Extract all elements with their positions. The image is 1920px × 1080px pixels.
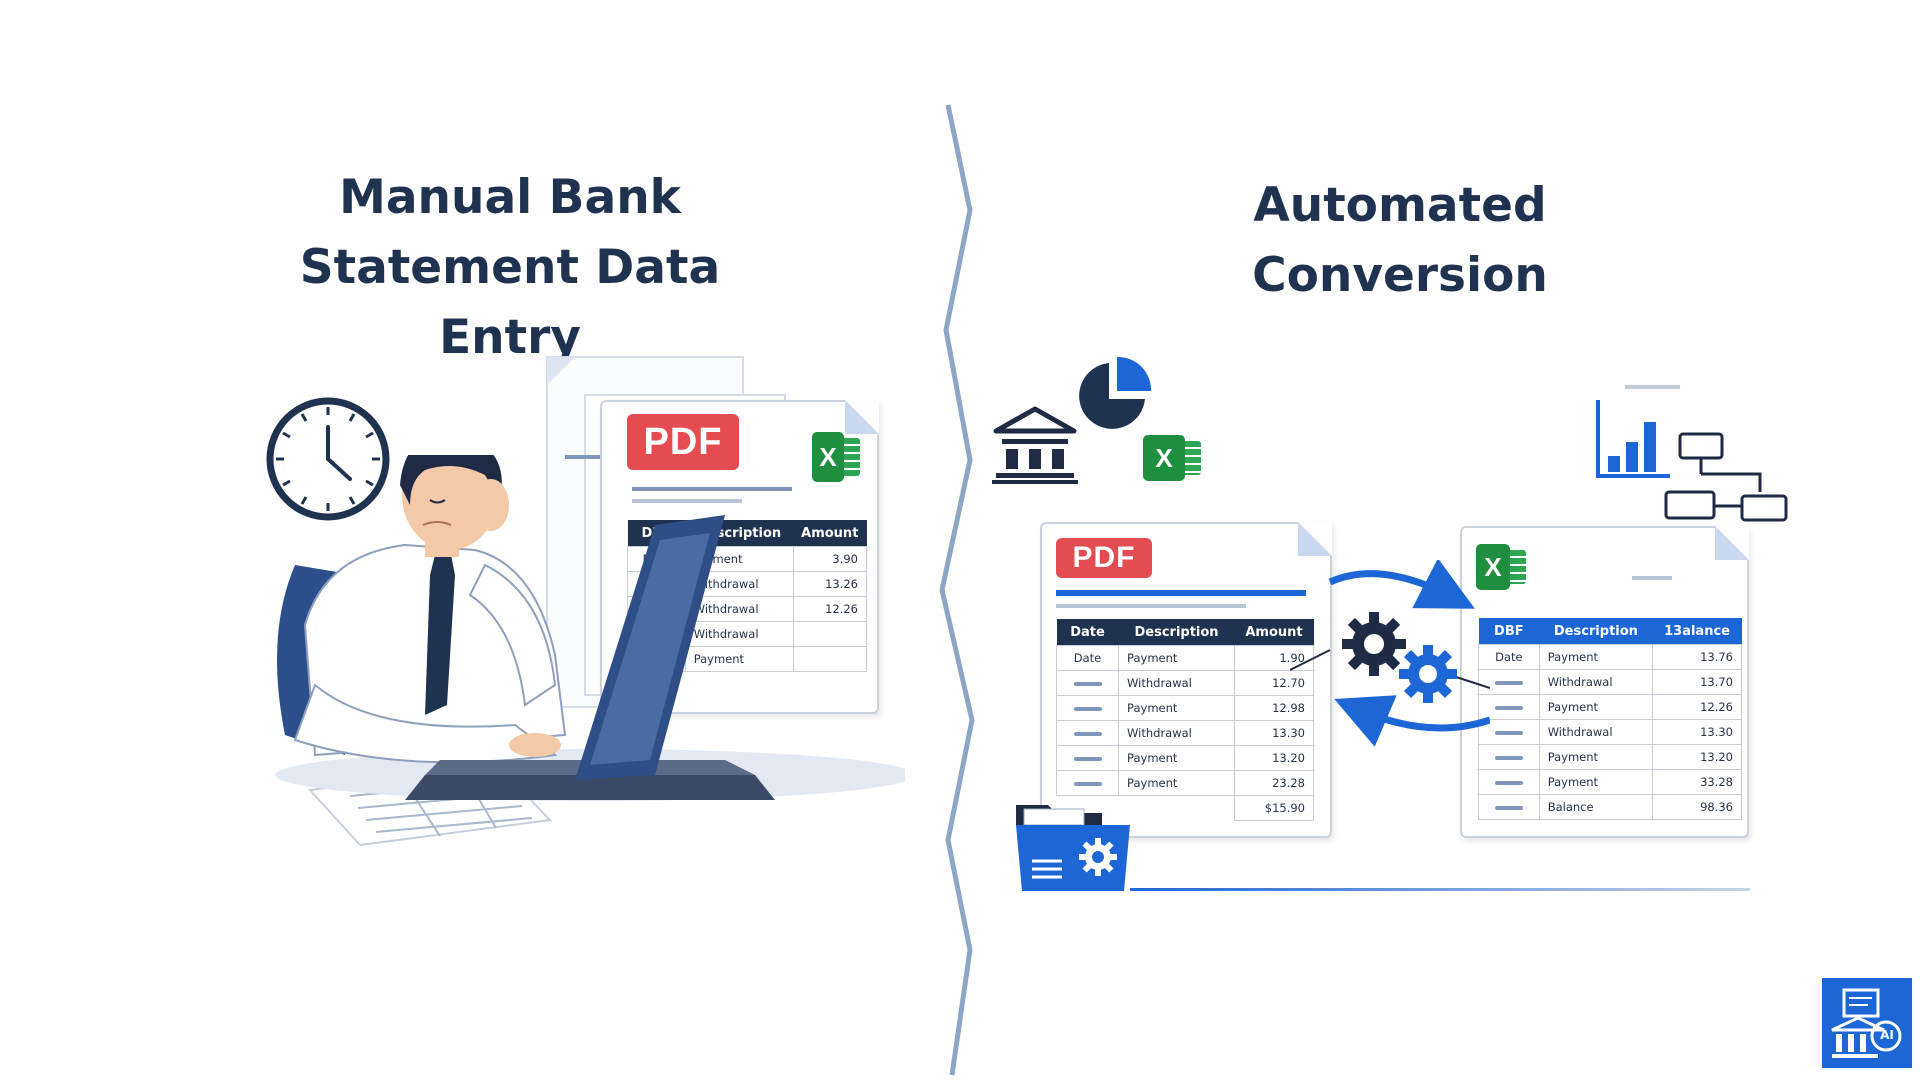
placeholder-dash <box>1494 755 1523 760</box>
cell: 33.28 <box>1652 769 1742 795</box>
cell: Payment <box>1118 745 1236 771</box>
col-header: Description <box>1134 624 1219 640</box>
cell: 23.28 <box>1234 770 1314 796</box>
title-automated-line1: Automated <box>1253 178 1547 233</box>
cell: Balance <box>1538 794 1654 820</box>
cell: 12.26 <box>1652 694 1742 720</box>
placeholder-dash <box>1073 681 1102 686</box>
pie-chart-icon <box>1079 356 1152 429</box>
cell: 98.36 <box>1652 794 1742 820</box>
placeholder-dash <box>1494 705 1523 710</box>
cell: Payment <box>1118 645 1236 671</box>
ai-bank-logo: AI <box>1822 978 1912 1068</box>
ai-bank-logo-icon <box>1831 988 1902 1058</box>
placeholder-dash <box>1494 680 1523 685</box>
placeholder-dash <box>1073 731 1102 736</box>
cell: Withdrawal <box>1538 719 1654 745</box>
cell: Withdrawal <box>684 596 794 622</box>
table-row: $15.90 <box>1057 795 1314 821</box>
placeholder-dash <box>1494 730 1523 735</box>
title-automated-line2: Conversion <box>1252 248 1548 303</box>
col-header: Amount <box>1245 624 1303 640</box>
settings-folder-icon <box>1016 805 1130 891</box>
bar-chart-icon <box>1596 385 1680 478</box>
total-cell: $15.90 <box>1234 795 1314 821</box>
cell: Payment <box>1118 695 1236 721</box>
placeholder-dash <box>1494 780 1523 785</box>
cell: Payment <box>1538 644 1654 670</box>
title-automated: Automated Conversion <box>1230 171 1570 311</box>
col-header: Amount <box>801 525 859 541</box>
title-manual-line2: Statement Data Entry <box>299 240 721 365</box>
pdf-badge: PDF <box>627 414 739 470</box>
flowchart-icon <box>1664 432 1788 522</box>
cell: Withdrawal <box>1538 669 1654 695</box>
cell: 13.70 <box>1652 669 1742 695</box>
cell: 3.90 <box>792 546 868 572</box>
baseline <box>1130 888 1750 891</box>
cell: 12.98 <box>1234 695 1314 721</box>
cell: Payment <box>1118 770 1236 796</box>
jagged-divider <box>939 104 975 1076</box>
cell: Withdrawal <box>1118 720 1236 746</box>
cell <box>792 646 868 672</box>
cell: Payment <box>1538 694 1654 720</box>
logo-text: AI <box>1880 1028 1894 1042</box>
placeholder-dash <box>1494 805 1523 810</box>
clock-icon <box>266 397 390 521</box>
pdf-line <box>1056 604 1246 608</box>
cell: Date <box>1055 645 1120 671</box>
title-manual: Manual Bank Statement Data Entry <box>240 163 780 373</box>
title-manual-line1: Manual Bank <box>339 170 681 225</box>
cell: Payment <box>1538 744 1654 770</box>
excel-icon: X <box>1143 435 1201 481</box>
cell: 13.20 <box>1652 744 1742 770</box>
placeholder-dash <box>1073 706 1102 711</box>
excel-icon: X <box>1476 544 1526 590</box>
col-header: 13alance <box>1664 623 1730 639</box>
pdf-line <box>632 499 742 503</box>
table-row: Withdrawal <box>627 621 868 647</box>
col-header: Description <box>1553 623 1638 639</box>
excel-icon: X <box>812 432 860 482</box>
gears-icon <box>1342 612 1457 703</box>
cell: Payment <box>684 646 794 672</box>
cell: 13.76 <box>1652 644 1742 670</box>
pdf-line <box>1056 590 1306 596</box>
pdf-line <box>632 487 792 491</box>
cell: 13.30 <box>1652 719 1742 745</box>
col-header: Date <box>1070 624 1105 640</box>
cell: Payment <box>1538 769 1654 795</box>
cell: 12.70 <box>1234 670 1314 696</box>
doc-line <box>1632 576 1672 580</box>
placeholder-dash <box>1073 756 1102 761</box>
cell: 12.26 <box>792 596 868 622</box>
cell: Withdrawal <box>1118 670 1236 696</box>
pdf-badge: PDF <box>1056 538 1152 578</box>
stressed-worker-illustration <box>275 455 905 801</box>
bank-icon <box>992 406 1078 484</box>
placeholder-dash <box>1073 781 1102 786</box>
col-header: DBF <box>1494 623 1524 639</box>
